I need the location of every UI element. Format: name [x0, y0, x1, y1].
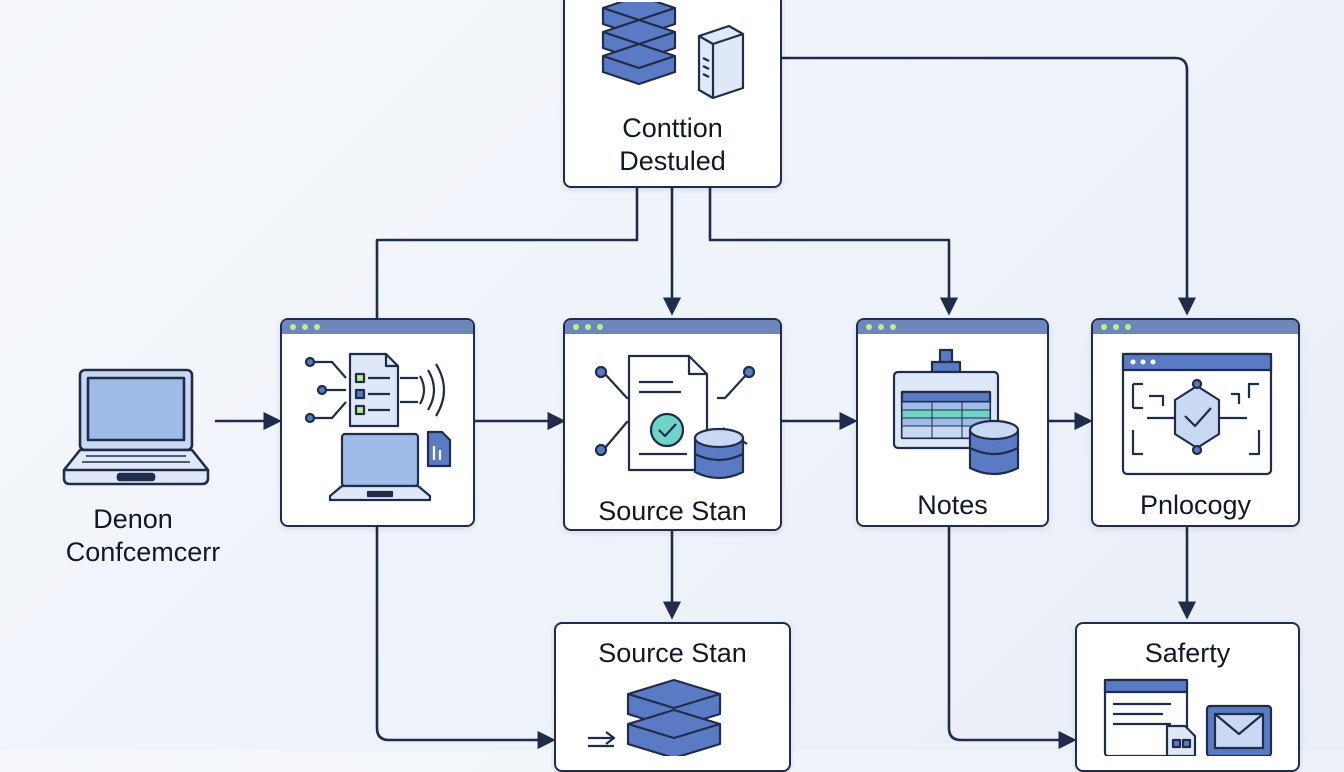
node-pnlocogy: Pnlocogy	[1091, 318, 1300, 527]
window-bar	[565, 320, 780, 334]
node-notes: Notes	[856, 318, 1049, 527]
node-source-bottom-label: Source Stan	[598, 638, 747, 668]
connector-lines	[214, 56, 1197, 750]
laptop-label-line1: Denon	[93, 504, 173, 534]
server-icon	[588, 678, 722, 756]
edge-top-to-tools	[375, 185, 639, 320]
table-database-icon	[892, 348, 1020, 476]
laptop-label-line2: Confcemcerr	[65, 537, 221, 567]
edge-top-to-notes	[708, 185, 959, 316]
node-pnlocogy-label: Pnlocogy	[1139, 490, 1252, 520]
node-source-stan: Source Stan	[563, 318, 782, 531]
window-bar	[858, 320, 1047, 334]
workflow-window-icon	[1121, 352, 1273, 476]
documents-mail-icon	[1103, 678, 1273, 756]
edge-tools-to-bottom	[375, 524, 556, 750]
edge-top-to-pnlocogy	[780, 56, 1197, 316]
node-integration-tools	[280, 318, 475, 527]
node-source-stan-bottom: Source Stan	[554, 622, 791, 772]
node-conttion-destuled: Conttion Destuled	[563, 0, 782, 188]
verified-document-icon	[594, 354, 756, 480]
node-notes-label: Notes	[917, 490, 988, 520]
laptop-file-icon	[328, 430, 452, 502]
server-stack-icon	[601, 2, 745, 100]
window-bar	[1093, 320, 1298, 334]
node-saferty: Saferty	[1075, 622, 1300, 772]
node-source-label: Source Stan	[598, 496, 747, 526]
edge-notes-to-safety	[947, 524, 1077, 750]
window-bar	[282, 320, 473, 334]
node-top-line2: Destuled	[619, 146, 726, 176]
document-network-icon	[304, 352, 446, 428]
node-saferty-label: Saferty	[1144, 638, 1231, 668]
laptop-icon	[62, 368, 210, 486]
node-top-line1: Conttion	[622, 113, 723, 143]
